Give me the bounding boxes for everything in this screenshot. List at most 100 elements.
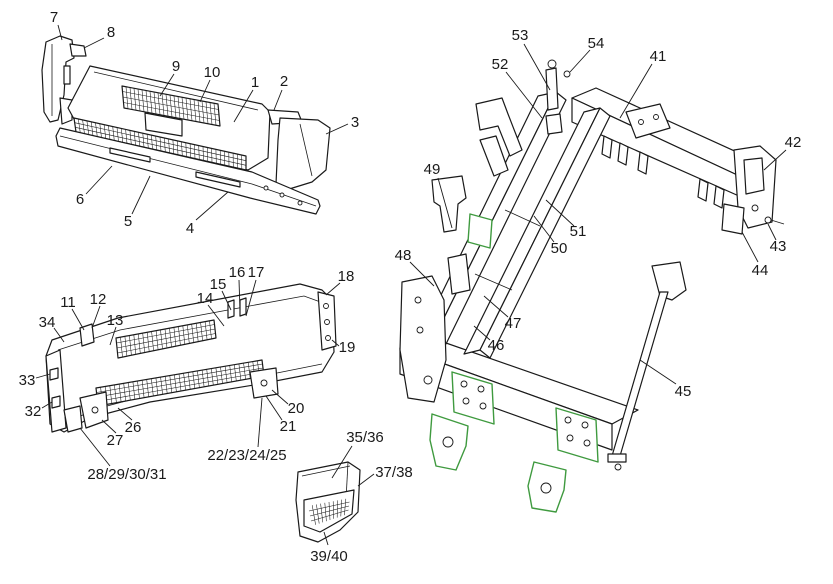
crossmember-tab (601, 135, 613, 159)
leader-line (473, 325, 491, 341)
callout-label: 44 (752, 262, 769, 279)
leader-line (325, 123, 349, 135)
mesh-line (129, 130, 132, 145)
leader-line (233, 89, 254, 123)
leader-line (331, 339, 340, 347)
mesh-line (194, 144, 196, 159)
plate-hole (479, 402, 487, 410)
clamp-bolt (547, 59, 557, 69)
callout-label: 47 (505, 315, 522, 332)
mesh-line (99, 123, 102, 138)
clamp-body (545, 67, 559, 111)
leader-line (639, 359, 677, 385)
leader-line (257, 397, 263, 448)
callout-label: 32 (25, 403, 42, 420)
callout-label: 37/38 (375, 464, 413, 481)
upper-front-bumper: 7 8 9 10 1 2 3 6 5 4 (41, 9, 359, 237)
upper-bracket (475, 97, 523, 157)
callout-label: 10 (204, 64, 221, 81)
leader-line (83, 37, 105, 49)
spoiler-slot-left (109, 147, 151, 163)
leader-line (331, 445, 353, 479)
callout-label: 28/29/30/31 (87, 466, 166, 483)
callout-label: 14 (197, 290, 214, 307)
right-corner-piece (275, 117, 331, 191)
mesh-line (103, 124, 107, 139)
callout-label: 49 (424, 161, 441, 178)
leader-line (323, 531, 329, 546)
leader-line (117, 407, 133, 421)
mesh-line (116, 324, 215, 344)
mesh-line (142, 133, 145, 148)
callout-label: 16 (229, 264, 246, 281)
mesh-line (82, 119, 85, 134)
leader-line (483, 295, 509, 318)
callout-label: 46 (488, 337, 505, 354)
leader-line (85, 165, 113, 195)
callout-label: 1 (251, 74, 259, 91)
end-cap-clip (51, 395, 61, 409)
plate-hole (323, 303, 329, 309)
crossmember-mount-plate (625, 103, 671, 139)
plate-hole (325, 335, 331, 341)
callout-label: 33 (19, 372, 36, 389)
plate-hole (564, 416, 572, 424)
plate-hole (583, 439, 591, 447)
leader-line (207, 304, 225, 327)
leader-line (109, 326, 117, 346)
grille-mesh (122, 86, 220, 126)
plate-hole (581, 421, 589, 429)
leader-line (265, 395, 283, 421)
callout-label: 48 (395, 247, 412, 264)
plate-hole (423, 375, 433, 385)
callout-label: 8 (107, 24, 115, 41)
rear-bumper-assembly: 18 15 16 17 14 11 12 34 13 19 33 32 20 2… (19, 264, 356, 483)
callout-label: 4 (186, 220, 194, 237)
callout-label: 3 (351, 114, 359, 131)
callout-label: 54 (588, 35, 605, 52)
plate-hole (460, 380, 468, 388)
bracket-hole (260, 379, 268, 387)
leader-line (131, 175, 151, 215)
mesh-line (202, 146, 204, 161)
mesh-line (78, 118, 81, 133)
leader-line (569, 49, 591, 73)
mesh-line (122, 91, 219, 110)
leader-line (245, 279, 257, 317)
upper-opening-mesh (116, 320, 216, 358)
mesh-line (123, 102, 220, 121)
plate-hole (653, 114, 659, 120)
callout-label: 22/23/24/25 (207, 447, 286, 464)
mesh-line (74, 122, 247, 161)
cross-brace (504, 209, 541, 227)
right-end-bracket-window (743, 157, 765, 195)
crossmember-tab (713, 185, 725, 209)
mesh-line (164, 137, 166, 152)
leader-line (545, 199, 575, 227)
diagonal-beam-b-side (479, 107, 611, 359)
leader-line (159, 73, 175, 97)
license-plate-area (144, 112, 183, 137)
rod-bolt (614, 463, 622, 471)
step-housing-rim (301, 465, 351, 477)
callout-label: 51 (570, 223, 587, 240)
rod-top-bracket (651, 261, 687, 301)
mesh-line (168, 138, 170, 153)
mesh-line (112, 126, 115, 141)
mesh-line (96, 363, 263, 393)
callout-label: 18 (338, 268, 355, 285)
callout-label: 39/40 (310, 548, 348, 565)
leader-line (767, 223, 777, 241)
step-grating (308, 498, 350, 525)
bracket-hole (91, 406, 99, 414)
mesh-line (310, 509, 349, 522)
leader-line (195, 191, 229, 221)
spoiler-hole (279, 192, 285, 198)
mesh-line (97, 371, 264, 402)
leader-line (91, 305, 101, 329)
mesh-line (95, 122, 98, 137)
upper-bracket-lower (479, 135, 509, 177)
callout-label: 42 (785, 134, 802, 151)
callout-label: 2 (280, 73, 288, 90)
callout-label: 20 (288, 400, 305, 417)
